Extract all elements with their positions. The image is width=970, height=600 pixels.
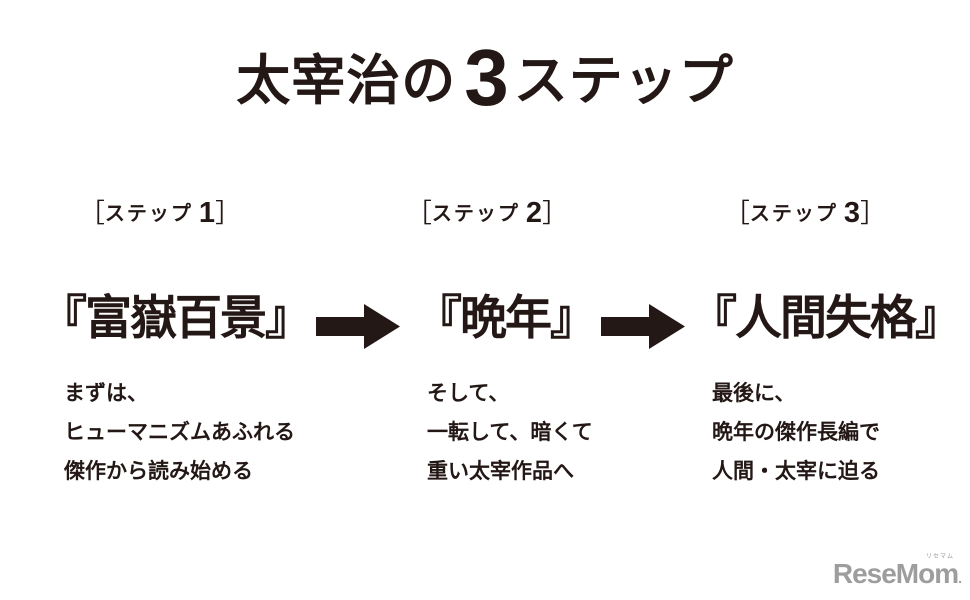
step-2-book-title: 『晩年』 (415, 291, 597, 344)
page-title-prefix: 太宰治の (236, 51, 457, 111)
desc-line: 晩年の傑作長編で (712, 421, 880, 444)
bracket-close: ］ (542, 198, 569, 228)
step-3-word: ステップ (749, 203, 838, 225)
bracket-open: ［ (78, 198, 105, 228)
step-1-book-title: 『富嶽百景』 (40, 291, 312, 344)
desc-line: 重い太宰作品へ (427, 460, 574, 483)
page-title-number: 3 (464, 33, 510, 122)
resemom-logo-ruby: リセマム (925, 554, 954, 560)
bracket-open: ［ (405, 198, 432, 228)
arrow-right-icon (601, 304, 685, 349)
step-2-word: ステップ (431, 203, 520, 225)
bracket-close: ］ (860, 198, 887, 228)
step-1-word: ステップ (104, 203, 193, 225)
desc-line: 人間・太宰に迫る (712, 460, 880, 483)
arrow-right-icon (316, 304, 400, 349)
desc-line: 傑作から読み始める (64, 460, 253, 483)
desc-line: まずは、 (64, 382, 148, 405)
step-2-number: 2 (525, 197, 543, 229)
desc-line: ヒューマニズムあふれる (64, 421, 295, 444)
page-title-suffix: ステップ (513, 51, 734, 111)
step-2-description: そして、 一転して、暗くて 重い太宰作品へ (427, 374, 593, 491)
step-3-description: 最後に、 晩年の傑作長編で 人間・太宰に迫る (712, 374, 880, 491)
desc-line: 一転して、暗くて (427, 421, 593, 444)
step-1-description: まずは、 ヒューマニズムあふれる 傑作から読み始める (64, 374, 295, 491)
step-3-book-title: 『人間失格』 (690, 291, 962, 344)
step-3-number: 3 (843, 197, 861, 229)
resemom-logo-dot: . (958, 570, 962, 586)
resemom-logo-text: ReseMom (832, 558, 959, 589)
desc-line: 最後に、 (712, 382, 796, 405)
desc-line: そして、 (427, 382, 510, 405)
bracket-open: ［ (723, 198, 750, 228)
bracket-close: ］ (215, 198, 242, 228)
step-1-number: 1 (198, 197, 216, 229)
